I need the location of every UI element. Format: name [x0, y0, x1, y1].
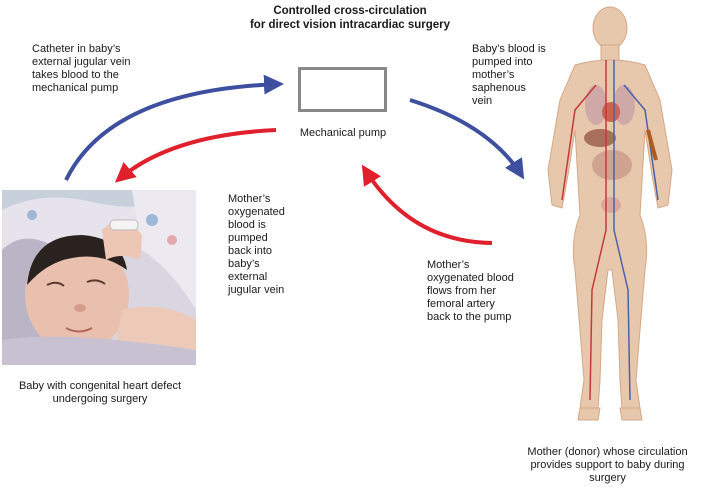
- catheter-line: external jugular vein: [32, 56, 131, 68]
- baby-photo: [2, 190, 196, 365]
- pumped-back-line: external: [228, 271, 268, 283]
- title-line-1: Controlled cross-circulation: [273, 5, 427, 17]
- femoral-line: oxygenated blood: [427, 272, 514, 284]
- pumped-back-line: back into: [228, 245, 273, 257]
- mother-caption-line: Mother (donor) whose circulation: [527, 446, 688, 458]
- pumped-into-line: pumped into: [472, 56, 533, 68]
- pumped-back-line: Mother’s: [228, 193, 271, 205]
- pumped-into-annotation: Baby’s blood is pumped into mother’s sap…: [472, 43, 546, 108]
- pumped-into-line: mother’s: [472, 69, 515, 81]
- catheter-line: Catheter in baby’s: [32, 43, 121, 55]
- arrow-mother-to-pump: [361, 164, 493, 245]
- arrow-pump-to-mother: [409, 98, 525, 180]
- pumped-into-line: Baby’s blood is: [472, 43, 546, 55]
- pumped-back-line: pumped: [228, 232, 268, 244]
- catheter-line: takes blood to the: [32, 69, 119, 81]
- baby-caption-line: undergoing surgery: [52, 393, 148, 405]
- baby-caption: Baby with congenital heart defect underg…: [0, 380, 200, 406]
- pumped-back-line: jugular vein: [228, 284, 285, 296]
- femoral-line: femoral artery: [427, 298, 495, 310]
- pumped-into-line: vein: [472, 95, 493, 107]
- pump-label: Mechanical pump: [299, 127, 387, 139]
- pumped-back-line: baby’s: [228, 258, 260, 270]
- baby-caption-line: Baby with congenital heart defect: [18, 380, 182, 392]
- diagram-title: Controlled cross-circulation for direct …: [200, 4, 500, 32]
- baby-photo-illustration: [2, 190, 196, 365]
- femoral-line: Mother’s: [427, 259, 470, 271]
- pumped-back-line: blood is: [228, 219, 266, 231]
- catheter-line: mechanical pump: [32, 82, 119, 94]
- arrow-pump-to-baby: [114, 128, 277, 183]
- pumped-back-line: oxygenated: [228, 206, 285, 218]
- mother-caption-line: surgery: [589, 472, 626, 484]
- mechanical-pump-box: [298, 67, 387, 112]
- mother-caption-line: provides support to baby during: [530, 459, 685, 471]
- femoral-annotation: Mother’s oxygenated blood flows from her…: [427, 259, 514, 324]
- pumped-into-line: saphenous: [472, 82, 526, 94]
- arrow-baby-to-pump: [64, 74, 284, 181]
- title-line-2: for direct vision intracardiac surgery: [249, 19, 451, 31]
- mother-caption: Mother (donor) whose circulation provide…: [515, 446, 700, 485]
- femoral-line: flows from her: [427, 285, 497, 297]
- pumped-back-annotation: Mother’s oxygenated blood is pumped back…: [228, 193, 285, 297]
- catheter-annotation: Catheter in baby’s external jugular vein…: [32, 43, 130, 95]
- femoral-line: back to the pump: [427, 311, 512, 323]
